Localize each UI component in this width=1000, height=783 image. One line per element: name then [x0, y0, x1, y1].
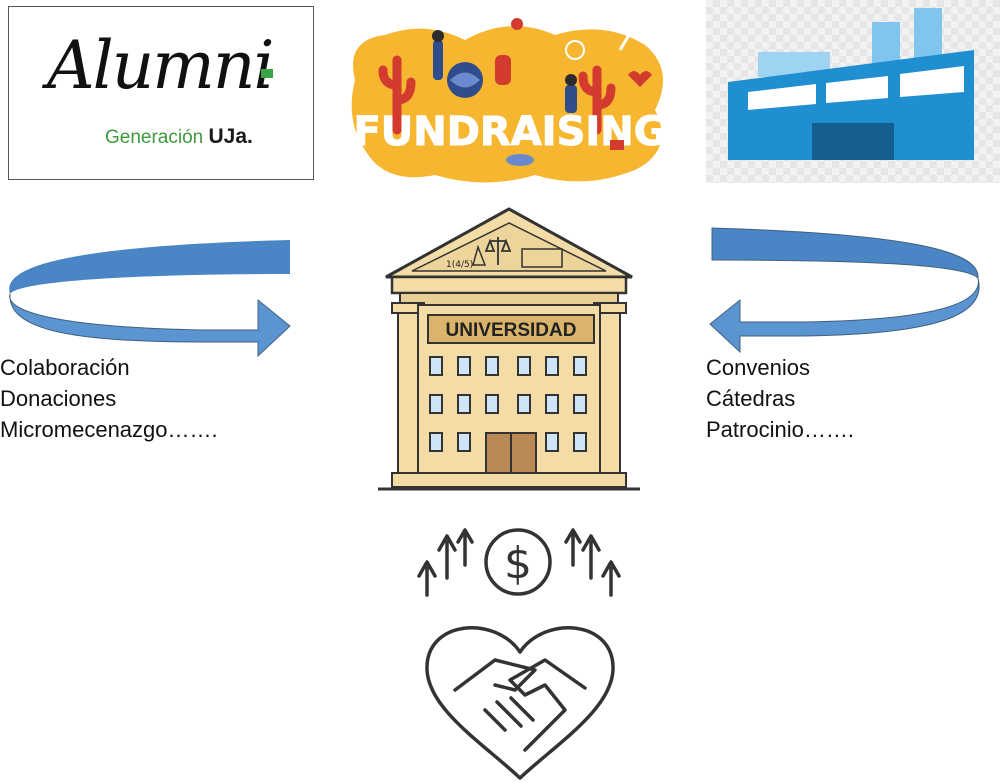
alumni-word: Alumni: [47, 27, 274, 104]
right-curved-arrow-icon: [709, 227, 980, 354]
left-curved-arrow-icon: [9, 240, 291, 357]
svg-text:$: $: [504, 538, 532, 589]
uja-brand: UJa.: [208, 125, 253, 148]
list-item: Colaboración: [0, 355, 130, 380]
alumni-dot: [261, 69, 273, 78]
right-text-list: Convenios Cátedras Patrocinio…….: [706, 352, 854, 445]
list-item: Micromecenazgo…….: [0, 417, 218, 442]
list-item: Convenios: [706, 355, 810, 380]
university-sign: UNIVERSIDAD: [446, 320, 577, 341]
alumni-subtitle: Generación UJa.: [105, 125, 253, 148]
pediment-formula: 1(4/5): [446, 260, 473, 270]
alumni-logo: Alumni Generación UJa.: [8, 6, 314, 180]
fundraising-word: FUNDRAISING: [353, 109, 666, 155]
left-text-list: Colaboración Donaciones Micromecenazgo………: [0, 352, 218, 445]
university-building: 1(4/5) UNIVERSIDAD: [378, 207, 640, 491]
factory-illustration: [706, 0, 1000, 183]
fundraising-illustration: FUNDRAISING: [345, 10, 675, 190]
list-item: Cátedras: [706, 386, 796, 411]
money-handshake-heart-icon: $: [417, 528, 621, 780]
list-item: Patrocinio…….: [706, 417, 854, 442]
list-item: Donaciones: [0, 386, 117, 411]
